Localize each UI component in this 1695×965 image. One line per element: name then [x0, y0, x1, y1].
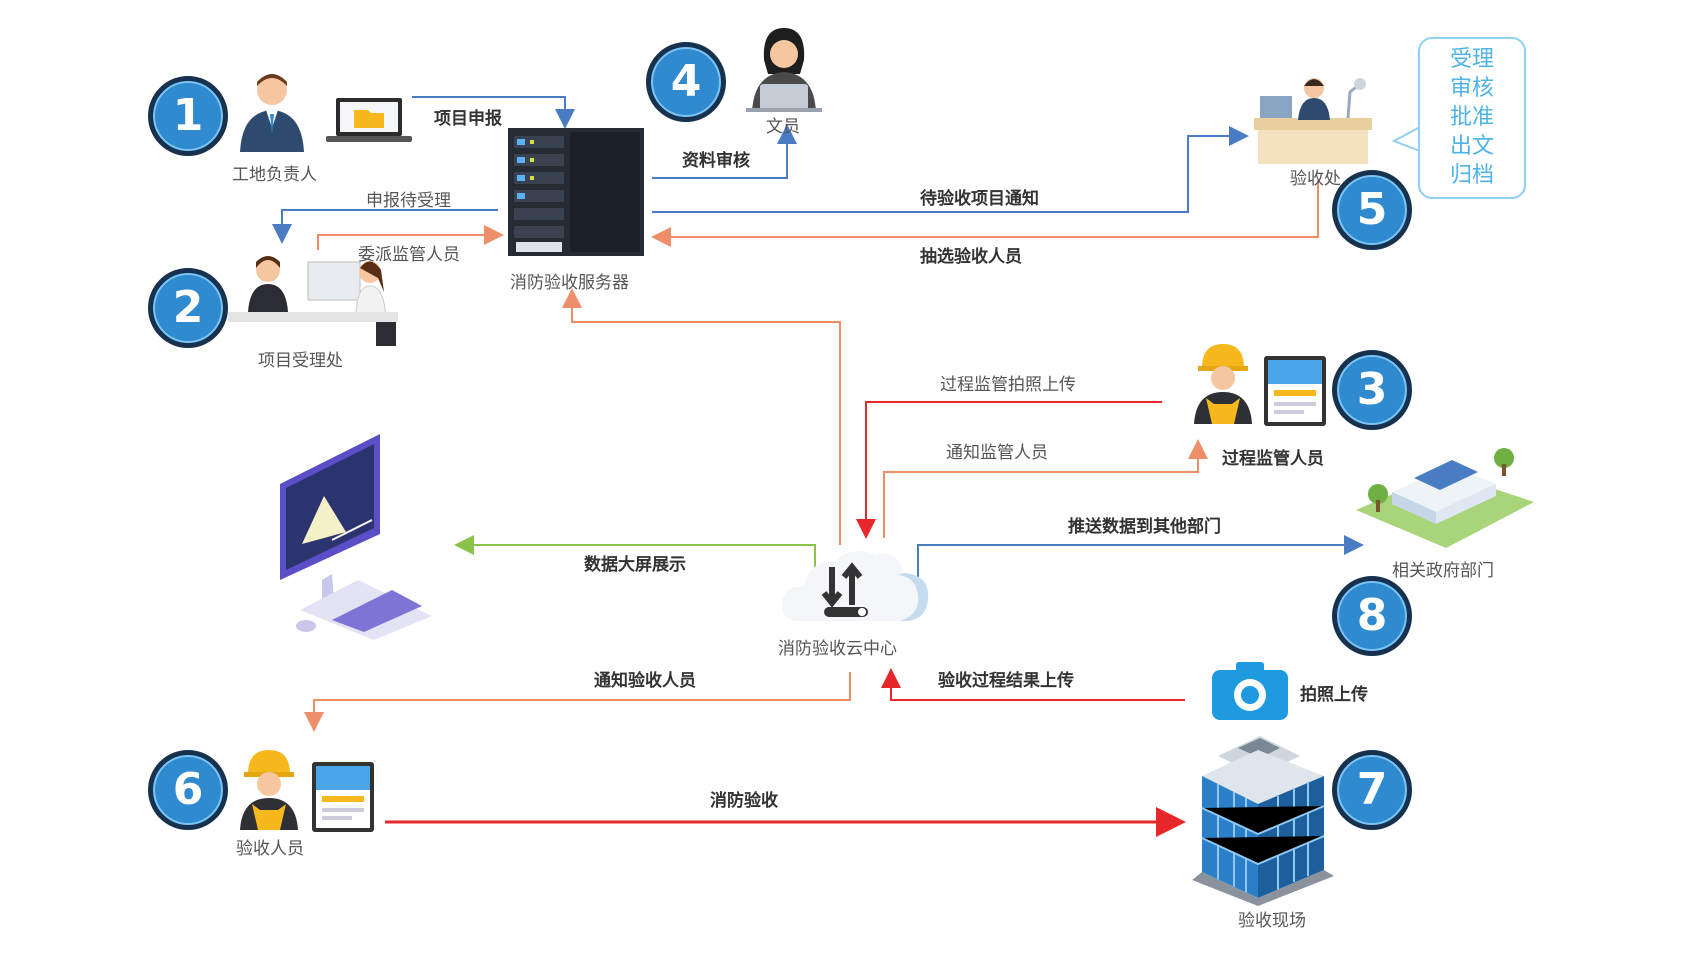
bubble-tail	[1392, 126, 1421, 152]
edge-big-screen: 数据大屏展示	[584, 555, 686, 575]
acceptance-office-label: 项目受理处	[258, 351, 343, 371]
tablet-icon	[312, 762, 374, 832]
camera-icon	[1212, 662, 1288, 720]
person-icon	[240, 74, 304, 152]
step-badge-8: 8	[1332, 576, 1412, 656]
arrow-material-review	[652, 124, 797, 179]
bubble-step: 审核	[1449, 76, 1494, 101]
arrow-pending-accept	[272, 209, 498, 244]
laptop-icon	[326, 98, 412, 142]
edge-assign-supervisor: 委派监管人员	[358, 245, 460, 265]
edge-pending-accept: 申报待受理	[366, 191, 451, 211]
gov-departments-label: 相关政府部门	[1392, 561, 1494, 581]
bubble-step: 出文	[1449, 134, 1494, 159]
tablet-icon	[1264, 356, 1326, 426]
photo-upload-label: 拍照上传	[1300, 685, 1368, 705]
edge-notify-supervisor: 通知监管人员	[946, 443, 1048, 463]
arrow-notify-supervisor	[883, 439, 1208, 538]
approval-steps-bubble: 受理 审核 批准 出文 归档	[1418, 37, 1526, 199]
arrow-notify-projects	[652, 126, 1249, 213]
worker-icon	[240, 750, 298, 830]
desk-icon	[1254, 78, 1372, 164]
edge-result-upload: 验收过程结果上传	[938, 671, 1074, 691]
edge-process-photo-upload: 过程监管拍照上传	[940, 375, 1076, 395]
inspector-label: 验收人员	[236, 839, 304, 859]
process-supervisor-label: 过程监管人员	[1222, 449, 1324, 469]
edge-notify-projects: 待验收项目通知	[920, 189, 1039, 209]
arrow-select-inspectors	[651, 180, 1319, 247]
cloud-icon	[781, 551, 929, 621]
arrow-project-apply	[412, 96, 575, 129]
server-label: 消防验收服务器	[510, 273, 629, 293]
edge-project-apply: 项目申报	[434, 109, 502, 129]
step-badge-7: 7	[1332, 750, 1412, 830]
bubble-step: 批准	[1449, 105, 1494, 130]
arrow-process-photo-upload	[856, 401, 1162, 539]
step-badge-5: 5	[1332, 170, 1412, 250]
edge-select-inspectors: 抽选验收人员	[920, 247, 1022, 267]
step-badge-1: 1	[148, 76, 228, 156]
arrow-assign-supervisor	[317, 225, 504, 250]
edge-push-data: 推送数据到其他部门	[1068, 517, 1221, 537]
clerk-label: 文员	[766, 117, 800, 137]
bubble-step: 受理	[1449, 47, 1494, 72]
bubble-step: 归档	[1449, 163, 1494, 188]
gov-building-icon	[1356, 448, 1534, 548]
edge-fire-inspection: 消防验收	[710, 791, 778, 811]
desk-icon	[228, 256, 398, 346]
arrow-result-upload	[881, 668, 1185, 701]
step-badge-4: 4	[646, 42, 726, 122]
site-label: 验收现场	[1238, 911, 1306, 931]
server-icon	[508, 128, 644, 256]
edge-notify-inspectors: 通知验收人员	[594, 671, 696, 691]
step-badge-6: 6	[148, 750, 228, 830]
worker-icon	[1194, 344, 1252, 424]
building-icon	[1192, 736, 1334, 906]
edge-material-review: 资料审核	[682, 151, 750, 171]
inspection-office-label: 验收处	[1290, 169, 1341, 189]
monitor-icon	[280, 434, 432, 640]
arrow-push-data	[917, 535, 1364, 578]
arrow-cloud-to-server	[562, 288, 841, 545]
cloud-center-label: 消防验收云中心	[778, 639, 897, 659]
arrow-notify-inspectors	[304, 672, 851, 732]
clerk-icon	[746, 28, 822, 112]
step-badge-3: 3	[1332, 350, 1412, 430]
site-owner-label: 工地负责人	[232, 165, 317, 185]
step-badge-2: 2	[148, 268, 228, 348]
